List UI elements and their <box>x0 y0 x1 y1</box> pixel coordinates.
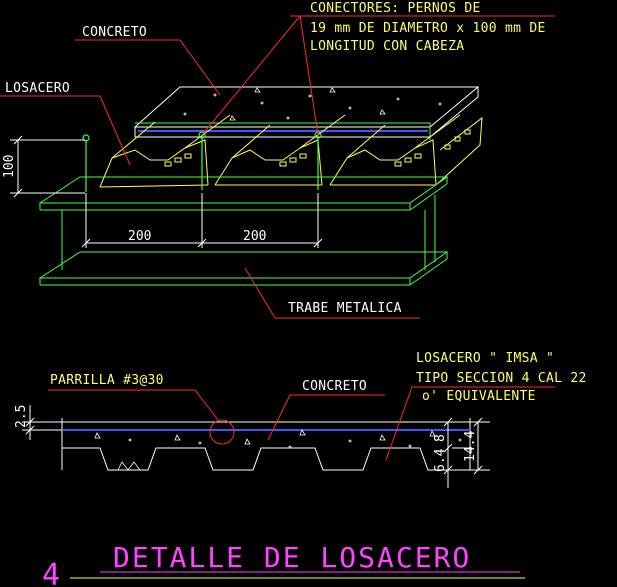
detail-title: DETALLE DE LOSACERO <box>113 541 471 574</box>
leader-parrilla <box>48 389 219 421</box>
dim-cover <box>22 405 62 440</box>
leader-concreto-top <box>75 39 221 96</box>
leader-losacero-imsa <box>385 386 555 461</box>
dim-span-right: 200 <box>243 229 266 244</box>
dim-slab-8: 8 <box>433 434 448 442</box>
label-losacero-imsa-1: LOSACERO " IMSA " <box>416 351 554 366</box>
leader-concreto-section <box>267 394 385 441</box>
detail-number: 4 <box>42 558 60 587</box>
dim-spans <box>81 193 323 248</box>
label-conectores-2: 19 mm DE DIAMETRO x 100 mm DE <box>310 21 546 36</box>
label-losacero-top: LOSACERO <box>5 81 70 96</box>
dim-deck-64: 6.4 <box>433 448 448 472</box>
dim-total-144: 14.4 <box>463 431 478 462</box>
label-parrilla: PARRILLA #3@30 <box>50 373 164 388</box>
label-trabe: TRABE METALICA <box>288 301 402 316</box>
dim-span-left: 200 <box>128 229 151 244</box>
label-losacero-imsa-2: TIPO SECCION 4 CAL 22 <box>416 371 587 386</box>
leader-trabe <box>244 267 420 319</box>
label-concreto-section: CONCRETO <box>302 379 367 394</box>
leader-losacero-top <box>0 95 131 166</box>
dim-cover-label: 2.5 <box>14 405 29 428</box>
isometric-view: 100 200 200 CONCRETO CONECTORES: PERNOS … <box>0 1 555 319</box>
section-aggregate <box>94 429 462 449</box>
dim-right <box>443 417 490 488</box>
dim-100 <box>10 135 85 198</box>
concrete-slab <box>133 86 480 138</box>
rebar-highlight-circle <box>209 419 235 445</box>
label-conectores-1: CONECTORES: PERNOS DE <box>310 1 481 16</box>
shear-studs <box>82 131 322 192</box>
section-view: 2.5 8 6.4 14.4 PARRILLA #3@30 CONCRETO L… <box>14 351 587 488</box>
label-concreto-top: CONCRETO <box>82 25 147 40</box>
section-deck-ribs <box>117 461 141 471</box>
steel-beam <box>38 176 449 286</box>
label-conectores-3: LONGITUD CON CABEZA <box>310 39 464 54</box>
label-losacero-imsa-3: o' EQUIVALENTE <box>422 389 536 404</box>
dim-100-label: 100 <box>2 155 17 178</box>
section-slab <box>61 418 471 470</box>
leader-conectores <box>201 15 555 136</box>
title-block: 4 DETALLE DE LOSACERO <box>42 541 525 587</box>
concrete-aggregate-top <box>183 87 442 121</box>
